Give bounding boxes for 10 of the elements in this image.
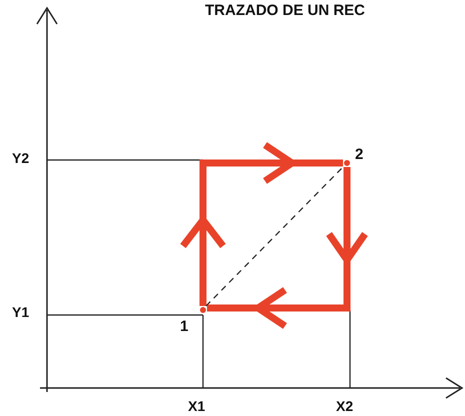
point-number: 2: [355, 146, 364, 163]
dashed-line: [206, 166, 344, 306]
axis-label: X2: [336, 398, 354, 414]
point-dot: [199, 306, 207, 314]
point-dot: [343, 159, 351, 167]
axis-label: Y2: [12, 150, 30, 166]
axis-label: X1: [188, 398, 206, 414]
point-number: 1: [180, 318, 188, 335]
title: TRAZADO DE UN REC: [205, 2, 365, 19]
axis-label: Y1: [12, 304, 30, 320]
